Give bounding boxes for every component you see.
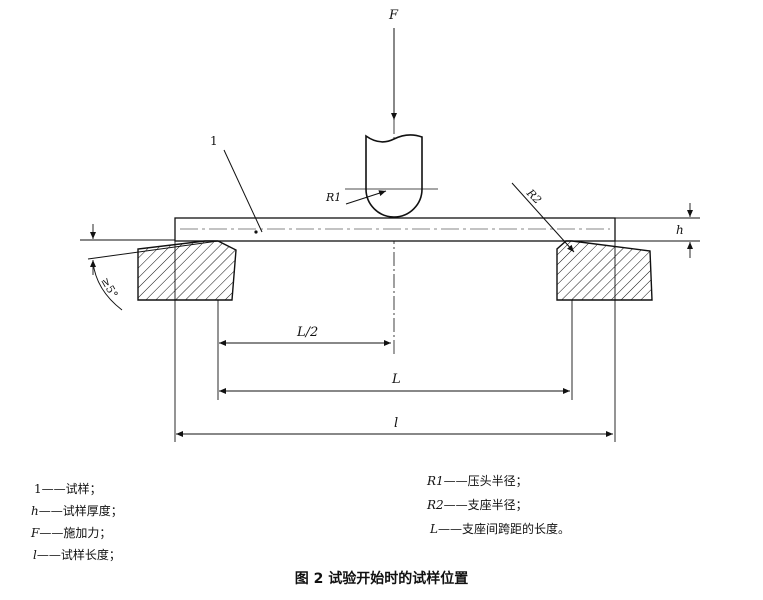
legend-text: ——支座间跨距的长度。 — [437, 522, 570, 536]
legend-symbol: R2 — [427, 498, 444, 512]
legend-text: ——压头半径； — [443, 474, 528, 488]
force-label: F — [389, 8, 399, 23]
part-number-leader — [223, 149, 263, 233]
specimen-center-dot — [254, 230, 258, 234]
angle-arc — [92, 261, 123, 311]
legend-item-r2: R2——支座半径； — [427, 498, 528, 512]
legend-symbol: h — [31, 504, 39, 518]
span-label: L — [392, 372, 401, 387]
tilt-line — [87, 240, 219, 260]
legend-symbol: F — [31, 526, 40, 540]
legend-item-r1: R1——压头半径； — [427, 474, 528, 488]
legend-item-length: l——试样长度； — [33, 548, 121, 562]
figure-caption: 图 2 试验开始时的试样位置 — [294, 571, 469, 587]
legend-text: ——试样； — [41, 482, 102, 496]
legend-text: ——施加力； — [39, 526, 112, 540]
legend-symbol: L — [430, 522, 438, 536]
left-support — [137, 240, 237, 301]
legend-text: ——试样长度； — [36, 548, 121, 562]
specimen — [174, 217, 616, 242]
test-setup-diagram — [80, 28, 700, 442]
legend-symbol: 1 — [34, 482, 42, 496]
half-span-label: L/2 — [297, 325, 319, 340]
right-support — [556, 240, 653, 301]
legend-symbol: l — [33, 548, 37, 562]
r1-leader — [345, 190, 387, 205]
legend-item-force: F——施加力； — [31, 526, 111, 540]
legend-item-specimen: 1——试样； — [34, 482, 102, 496]
thickness-label: h — [676, 223, 684, 237]
legend-item-thickness: h——试样厚度； — [31, 504, 123, 518]
r2-leader — [511, 182, 575, 253]
length-label: l — [394, 416, 399, 431]
legend-item-span: L——支座间跨距的长度。 — [430, 522, 570, 536]
legend-symbol: R1 — [427, 474, 444, 488]
part-number-label: 1 — [210, 134, 218, 148]
r1-label: R1 — [326, 191, 342, 204]
legend-text: ——试样厚度； — [38, 504, 123, 518]
legend-text: ——支座半径； — [443, 498, 528, 512]
loading-nose — [365, 134, 423, 218]
